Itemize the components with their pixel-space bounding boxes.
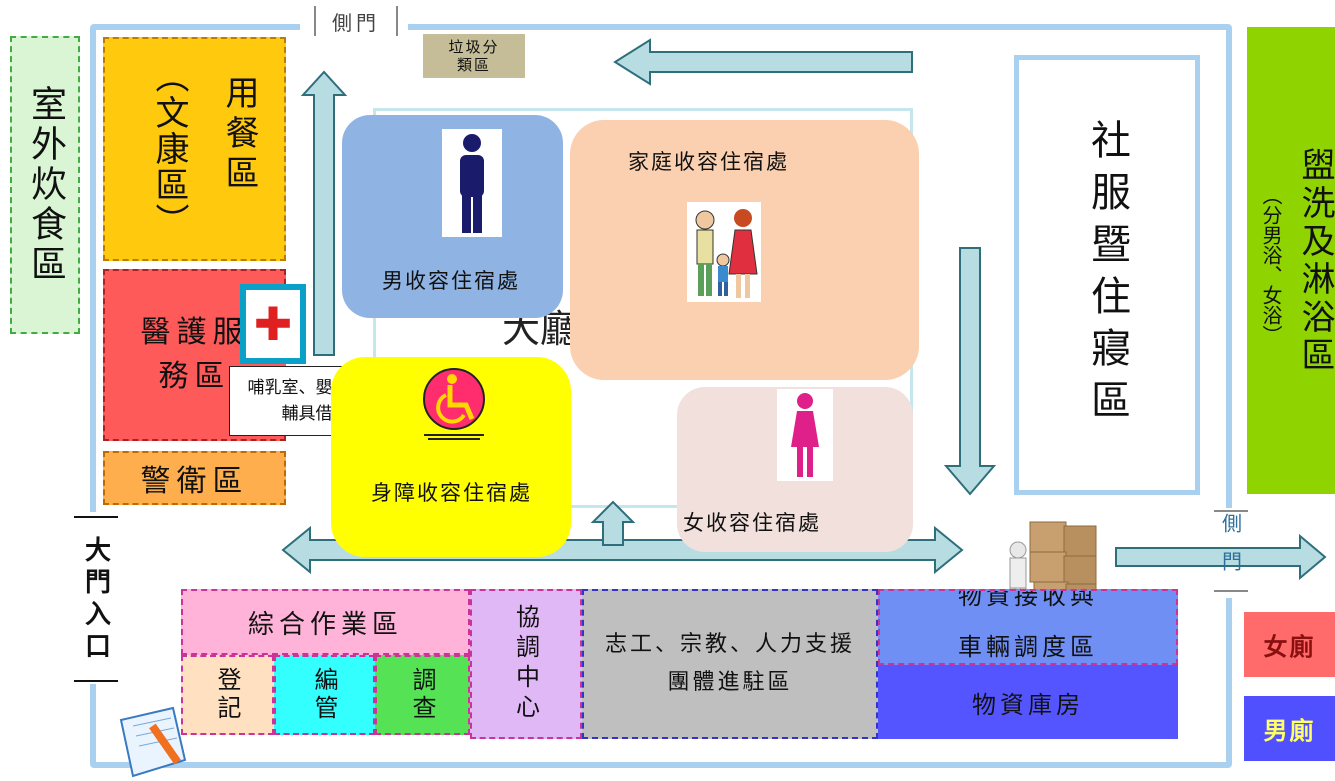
- guard-zone: 警衛區: [103, 451, 286, 505]
- garbage-zone: 垃圾分類區: [423, 34, 525, 78]
- storage-zone: 物資庫房: [878, 665, 1178, 739]
- compound-border: [90, 24, 1232, 768]
- supply-dispatch-line2: 車輛調度區: [958, 632, 1098, 661]
- man-icon: [442, 129, 502, 237]
- washing-zone: 盥洗及淋浴區 （分男浴、女浴）: [1247, 27, 1335, 494]
- volunteer-label: 志工、宗教、人力支援團體進駐區: [605, 632, 856, 695]
- social-service-label: 社服暨住寢區: [1084, 119, 1130, 431]
- dining-zone: 用餐區 （文康區）: [103, 37, 286, 261]
- family-icon: [687, 202, 761, 302]
- survey-label: 調查: [408, 667, 436, 723]
- arrow-top: [613, 38, 913, 86]
- men-room-label: 男收容住宿處: [382, 269, 520, 293]
- assign-zone[interactable]: 編管: [274, 655, 375, 735]
- outdoor-cooking-zone: 室外炊食區: [10, 36, 80, 334]
- coordination-zone: 協調中心: [470, 589, 582, 739]
- arrow-left-up: [300, 70, 348, 356]
- social-service-zone: 社服暨住寢區: [1014, 55, 1200, 495]
- woman-icon: [777, 389, 833, 481]
- notebook-icon: [119, 706, 187, 778]
- main-entrance[interactable]: [74, 516, 118, 682]
- wheelchair-icon: [423, 368, 485, 440]
- entrance-gap: [80, 512, 104, 684]
- top-gate-gap: [300, 18, 408, 34]
- arrow-up-small-1: [590, 500, 636, 546]
- survey-zone[interactable]: 調查: [375, 655, 470, 735]
- recreation-label: （文康區）: [149, 59, 189, 239]
- volunteer-zone: 志工、宗教、人力支援團體進駐區: [582, 589, 878, 739]
- side-gate-right[interactable]: 側門: [1214, 510, 1248, 592]
- register-zone[interactable]: 登記: [181, 655, 274, 735]
- assign-label: 編管: [310, 667, 338, 723]
- guard-label: 警衛區: [140, 464, 249, 499]
- men-toilet: 男廁: [1244, 696, 1335, 761]
- arrow-bottom: [281, 525, 964, 575]
- women-toilet-label: 女廁: [1263, 632, 1316, 661]
- men-room: 男收容住宿處: [342, 115, 563, 318]
- general-ops-zone: 綜合作業區: [181, 589, 470, 655]
- general-ops-label: 綜合作業區: [247, 609, 403, 640]
- women-toilet: 女廁: [1244, 612, 1335, 677]
- women-room-label: 女收容住宿處: [683, 511, 821, 535]
- arrow-right-down: [943, 247, 997, 496]
- family-room: 家庭收容住宿處: [570, 120, 919, 380]
- coordination-label: 協調中心: [511, 604, 540, 724]
- medical-label: 醫護服務區: [140, 315, 249, 394]
- washing-label: 盥洗及淋浴區: [1295, 147, 1335, 375]
- register-label: 登記: [213, 667, 241, 723]
- side-gate-top[interactable]: 側門: [314, 6, 398, 36]
- supply-dispatch-zone: 物資接收與 車輛調度區: [878, 589, 1178, 665]
- men-toilet-label: 男廁: [1263, 716, 1316, 745]
- arrow-exit-right: [1115, 533, 1327, 581]
- storage-label: 物資庫房: [972, 690, 1084, 719]
- washing-note: （分男浴、女浴）: [1259, 185, 1283, 345]
- outdoor-cooking-label: 室外炊食區: [25, 85, 66, 285]
- family-room-label: 家庭收容住宿處: [628, 150, 789, 174]
- dining-label: 用餐區: [219, 75, 259, 195]
- disabled-room-label: 身障收容住宿處: [371, 481, 532, 505]
- supply-dispatch-line1: 物資接收與: [958, 589, 1098, 610]
- main-entrance-label: 大門入口: [80, 536, 111, 664]
- medical-cross-icon: ✚: [240, 284, 306, 364]
